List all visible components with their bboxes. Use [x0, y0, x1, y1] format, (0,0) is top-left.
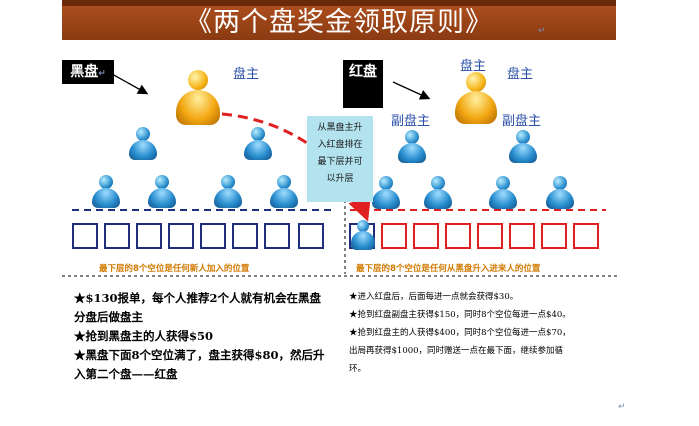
promoted-person-icon — [351, 220, 375, 250]
left-rule-line: 入第二个盘——红盘 — [74, 367, 178, 381]
red-slot — [541, 223, 567, 249]
header-banner-strip — [62, 0, 616, 6]
person-icon — [148, 175, 176, 208]
black-slot — [168, 223, 194, 249]
black-owner-icon — [176, 70, 220, 125]
red-slot — [381, 223, 407, 249]
left-rule-line: ★$130报单，每个人推荐2个人就有机会在黑盘 — [74, 291, 322, 305]
left-rule-line: ★抢到黑盘主的人获得$50 — [74, 329, 214, 343]
black-badge-arrow — [111, 73, 149, 95]
red-plate-badge-text: 红盘 — [349, 64, 377, 80]
black-plate-badge: 黑盘↵ — [62, 60, 114, 84]
red-slot — [477, 223, 503, 249]
right-rules: ★进入红盘后，后面每进一点就会获得$30。 ★抢到红盘副盘主获得$150，同时8… — [349, 288, 619, 378]
red-slot — [445, 223, 471, 249]
black-owner-label: 盘主 — [233, 67, 260, 82]
red-slot — [509, 223, 535, 249]
person-icon — [489, 176, 517, 209]
red-slot-note: 最下层的8个空位是任何从黑盘升入进来人的位置 — [356, 264, 541, 274]
right-rule-line: ★抢到红盘主的人获得$400，同时8个空位每进一点$70， — [349, 328, 571, 338]
red-deputy-label-2: 副盘主 — [502, 114, 542, 129]
black-slot — [104, 223, 130, 249]
black-slot — [264, 223, 290, 249]
page-title: 《两个盘奖金领取原则》 — [185, 7, 493, 38]
left-rule-line: ★黑盘下面8个空位满了，盘主获得$80，然后升 — [74, 348, 325, 362]
person-icon — [546, 176, 574, 209]
red-plate-badge: 红盘 — [343, 60, 383, 108]
person-icon — [270, 175, 298, 208]
black-slot — [136, 223, 162, 249]
paragraph-mark: ↵ — [618, 402, 626, 412]
black-slot — [298, 223, 324, 249]
black-slot — [200, 223, 226, 249]
black-plate-badge-text: 黑盘 — [70, 64, 99, 80]
red-slot — [413, 223, 439, 249]
person-icon — [129, 127, 157, 160]
right-rule-line: 出局再获得$1000，同时赠送一点在最下面，继续参加循 — [349, 346, 564, 356]
callout-line: 从黑盘主升 — [317, 123, 363, 133]
left-rule-line: 分盘后做盘主 — [74, 310, 143, 324]
red-badge-arrow — [392, 81, 431, 100]
person-icon — [398, 130, 426, 163]
black-slot-note: 最下层的8个空位是任何新人加入的位置 — [99, 264, 250, 274]
red-owner-label-1: 盘主 — [460, 59, 487, 74]
person-icon — [214, 175, 242, 208]
person-icon — [424, 176, 452, 209]
callout-line: 入红盘排在 — [317, 140, 363, 150]
person-icon — [372, 176, 400, 209]
callout-line: 以升层 — [326, 174, 354, 184]
red-deputy-label-1: 副盘主 — [391, 114, 431, 129]
black-slot — [72, 223, 98, 249]
red-owner-icon — [455, 72, 497, 124]
paragraph-mark: ↵ — [538, 26, 546, 36]
header-banner — [62, 0, 616, 40]
person-icon — [92, 175, 120, 208]
callout-line: 最下层并可 — [317, 157, 363, 167]
black-slot — [232, 223, 258, 249]
red-owner-label-2: 盘主 — [507, 67, 534, 82]
right-rule-line: ★抢到红盘副盘主获得$150，同时8个空位每进一点$40。 — [349, 310, 571, 320]
promotion-callout: 从黑盘主升 入红盘排在 最下层并可 以升层 — [307, 116, 373, 202]
right-rule-line: ★进入红盘后，后面每进一点就会获得$30。 — [349, 292, 519, 302]
left-rules: ★$130报单，每个人推荐2个人就有机会在黑盘 分盘后做盘主 ★抢到黑盘主的人获… — [74, 289, 349, 384]
person-icon — [244, 127, 272, 160]
person-icon — [509, 130, 537, 163]
red-slot — [573, 223, 599, 249]
right-rule-line: 环。 — [349, 364, 367, 374]
